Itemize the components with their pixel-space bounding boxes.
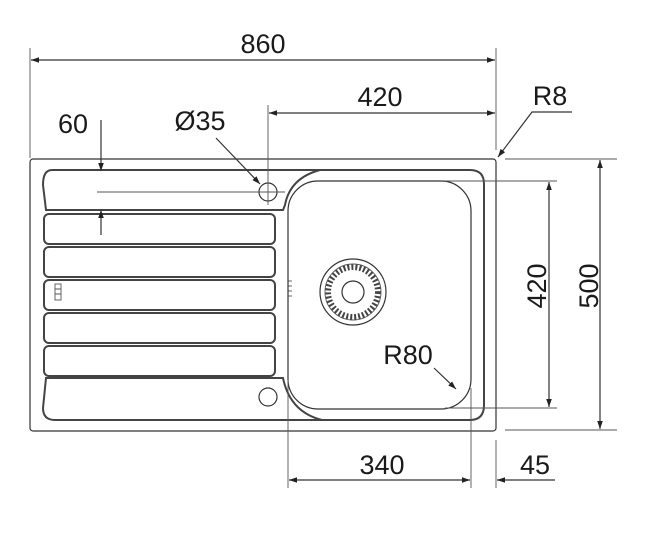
dim-label-60: 60	[58, 109, 88, 139]
drainer-ribs	[43, 213, 276, 377]
drain-strainer-icon	[319, 258, 387, 326]
dim-drainer-edge: 60	[58, 109, 285, 235]
dim-label-420-top: 420	[357, 82, 402, 112]
bowl	[287, 180, 472, 410]
dim-label-500: 500	[574, 263, 604, 308]
dim-bowl-radius: R80	[383, 340, 457, 390]
dim-label-r8: R8	[533, 81, 568, 111]
dim-label-860: 860	[240, 29, 285, 59]
dim-bowl-width: 340	[287, 380, 472, 488]
dim-label-r80: R80	[383, 340, 433, 370]
dim-label-45: 45	[520, 450, 550, 480]
sink-outline	[29, 158, 497, 432]
dim-tap-hole: Ø35	[174, 106, 261, 185]
overflow-marks	[288, 280, 292, 297]
dim-overall-width: 860	[29, 29, 497, 158]
dim-rim-edge: 45	[495, 440, 555, 488]
dim-corner-radius: R8	[497, 81, 572, 158]
overflow-slot-icon	[54, 283, 62, 301]
dim-label-tap-hole: Ø35	[174, 106, 225, 136]
dim-bowl-length: 420	[445, 180, 557, 409]
lower-hole	[258, 387, 278, 407]
dim-label-340: 340	[359, 450, 404, 480]
dim-label-420-right: 420	[522, 263, 552, 308]
dim-bowl-offset: 420	[267, 82, 495, 205]
dim-overall-depth: 500	[505, 158, 617, 431]
